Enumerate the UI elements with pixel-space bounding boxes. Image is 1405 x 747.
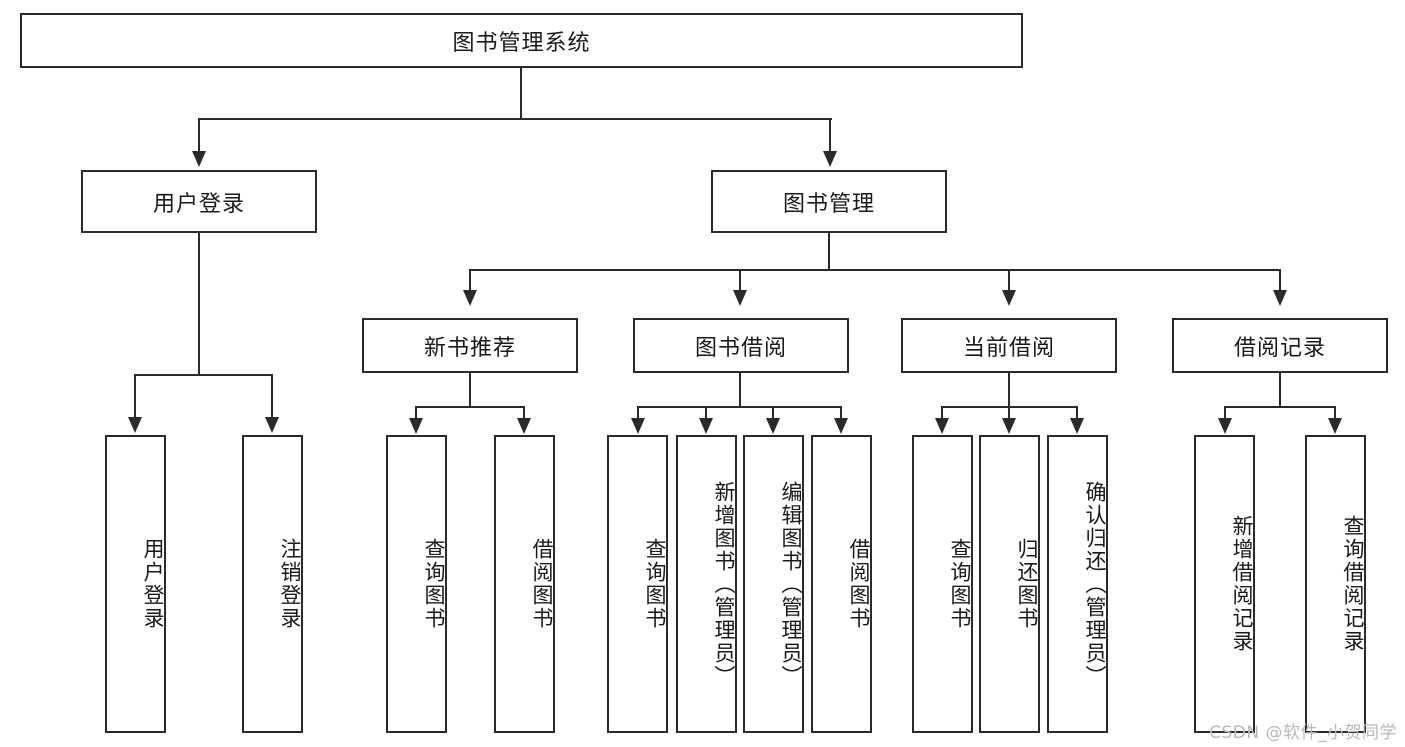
edge-cb-to-leaf-1 xyxy=(941,406,943,420)
node-label: 编辑图书（管理员） xyxy=(779,480,803,688)
leaf-nbr-query-book[interactable]: 查询图书 xyxy=(386,435,447,733)
node-label: 归还图书 xyxy=(1015,538,1039,630)
edge-bb-to-leaf-2 xyxy=(705,406,707,420)
arrow-root-to-user-login xyxy=(192,151,206,167)
edge-br-to-leaf-1 xyxy=(1224,406,1226,420)
edge-to-book-borrow xyxy=(739,269,741,292)
node-user-login[interactable]: 用户登录 xyxy=(81,170,317,233)
node-label: 当前借阅 xyxy=(962,335,1055,361)
node-label: 新书推荐 xyxy=(423,335,516,361)
node-label: 查询借阅记录 xyxy=(1341,515,1365,653)
arrow-br-to-leaf-2 xyxy=(1328,418,1342,434)
node-label: 图书借阅 xyxy=(694,335,787,361)
node-borrow-record[interactable]: 借阅记录 xyxy=(1172,318,1388,373)
node-book-borrow[interactable]: 图书借阅 xyxy=(633,318,849,373)
arrow-root-to-book-manage xyxy=(823,151,837,167)
edge-user-login-distributor xyxy=(134,374,272,376)
leaf-cb-return-book[interactable]: 归还图书 xyxy=(979,435,1040,733)
leaf-nbr-borrow-book[interactable]: 借阅图书 xyxy=(494,435,555,733)
edge-new-book-recommend-stem xyxy=(469,373,471,408)
leaf-user-login-login[interactable]: 用户登录 xyxy=(105,435,166,733)
edge-nbr-to-leaf-2 xyxy=(523,406,525,420)
edge-to-new-book-recommend xyxy=(469,269,471,292)
arrow-to-borrow-record xyxy=(1273,290,1287,306)
node-book-management[interactable]: 图书管理 xyxy=(711,170,947,233)
edge-current-borrow-stem xyxy=(1008,373,1010,408)
node-root-system[interactable]: 图书管理系统 xyxy=(20,13,1023,68)
arrow-nbr-to-leaf-2 xyxy=(517,418,531,434)
edge-borrow-record-stem xyxy=(1279,373,1281,408)
arrow-nbr-to-leaf-1 xyxy=(409,418,423,434)
edge-user-login-to-leaf-2 xyxy=(271,374,273,419)
edge-level3-distributor xyxy=(469,269,1281,271)
arrow-bb-to-leaf-3 xyxy=(766,418,780,434)
node-label: 图书管理 xyxy=(782,191,875,217)
node-new-book-recommend[interactable]: 新书推荐 xyxy=(362,318,578,373)
leaf-br-query-record[interactable]: 查询借阅记录 xyxy=(1305,435,1366,733)
leaf-bb-borrow-book[interactable]: 借阅图书 xyxy=(811,435,872,733)
edge-cb-to-leaf-2 xyxy=(1008,406,1010,420)
edge-bb-to-leaf-4 xyxy=(840,406,842,420)
edge-borrow-record-distributor xyxy=(1224,406,1336,408)
edge-user-login-to-leaf-1 xyxy=(134,374,136,419)
node-label: 查询图书 xyxy=(643,538,667,630)
leaf-br-add-record[interactable]: 新增借阅记录 xyxy=(1194,435,1255,733)
leaf-cb-query-book[interactable]: 查询图书 xyxy=(912,435,973,733)
node-label: 借阅图书 xyxy=(530,538,554,630)
node-label: 用户登录 xyxy=(141,538,165,630)
edge-book-borrow-stem xyxy=(739,373,741,408)
leaf-bb-query-book[interactable]: 查询图书 xyxy=(607,435,668,733)
edge-to-borrow-record xyxy=(1279,269,1281,292)
leaf-bb-edit-book-admin[interactable]: 编辑图书（管理员） xyxy=(743,435,804,733)
arrow-user-login-to-leaf-1 xyxy=(128,417,142,433)
node-label: 新增图书（管理员） xyxy=(712,480,736,688)
arrow-user-login-to-leaf-2 xyxy=(265,417,279,433)
arrow-bb-to-leaf-4 xyxy=(834,418,848,434)
node-label: 借阅图书 xyxy=(847,538,871,630)
node-label: 注销登录 xyxy=(278,538,302,630)
node-label: 确认归还（管理员） xyxy=(1083,480,1107,688)
arrow-to-new-book-recommend xyxy=(463,290,477,306)
watermark-csdn: CSDN @软件_小贺同学 xyxy=(1209,723,1397,743)
node-label: 查询图书 xyxy=(422,538,446,630)
edge-book-borrow-distributor xyxy=(637,406,842,408)
edge-root-to-book-manage xyxy=(829,118,831,153)
arrow-cb-to-leaf-1 xyxy=(935,418,949,434)
edge-nbr-to-leaf-1 xyxy=(415,406,417,420)
node-label: 图书管理系统 xyxy=(452,30,591,56)
leaf-user-login-logout[interactable]: 注销登录 xyxy=(242,435,303,733)
node-label: 查询图书 xyxy=(948,538,972,630)
node-current-borrow[interactable]: 当前借阅 xyxy=(901,318,1117,373)
node-label: 新增借阅记录 xyxy=(1230,515,1254,653)
arrow-br-to-leaf-1 xyxy=(1218,418,1232,434)
edge-root-distributor xyxy=(199,118,832,120)
node-label: 用户登录 xyxy=(152,191,245,217)
arrow-to-book-borrow xyxy=(733,290,747,306)
edge-to-current-borrow xyxy=(1008,269,1010,292)
node-label: 借阅记录 xyxy=(1233,335,1326,361)
arrow-cb-to-leaf-2 xyxy=(1002,418,1016,434)
edge-bb-to-leaf-1 xyxy=(637,406,639,420)
arrow-cb-to-leaf-3 xyxy=(1070,418,1084,434)
arrow-bb-to-leaf-1 xyxy=(631,418,645,434)
arrow-to-current-borrow xyxy=(1002,290,1016,306)
edge-cb-to-leaf-3 xyxy=(1076,406,1078,420)
edge-book-management-stem xyxy=(828,233,830,270)
edge-user-login-stem xyxy=(198,233,200,375)
edge-bb-to-leaf-3 xyxy=(772,406,774,420)
edge-br-to-leaf-2 xyxy=(1334,406,1336,420)
edge-root-stem xyxy=(520,68,522,119)
leaf-cb-confirm-return-admin[interactable]: 确认归还（管理员） xyxy=(1047,435,1108,733)
leaf-bb-add-book-admin[interactable]: 新增图书（管理员） xyxy=(676,435,737,733)
arrow-bb-to-leaf-2 xyxy=(699,418,713,434)
edge-root-to-user-login xyxy=(198,118,200,153)
edge-new-book-recommend-distributor xyxy=(415,406,525,408)
